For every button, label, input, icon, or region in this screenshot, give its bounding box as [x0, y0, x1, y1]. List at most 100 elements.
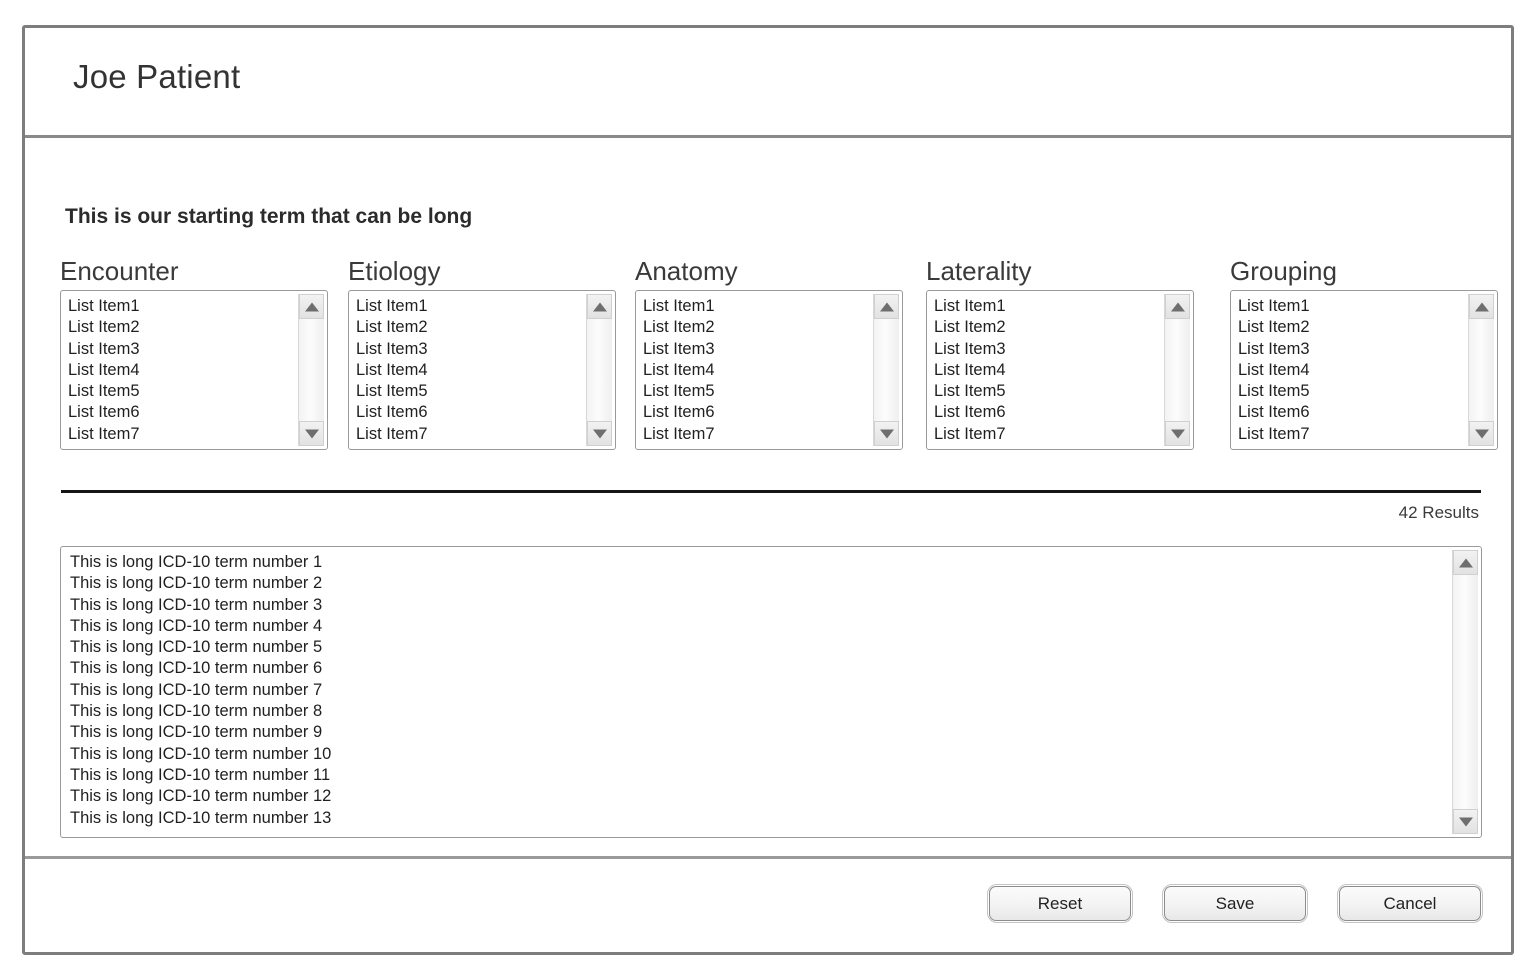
facet-label-grouping: Grouping [1230, 256, 1337, 286]
list-item[interactable]: List Item6 [934, 403, 1006, 422]
list-item[interactable]: List Item3 [68, 339, 140, 358]
footer-button-group: Reset Save Cancel [987, 884, 1483, 923]
results-scrollbar[interactable] [1452, 550, 1478, 834]
list-item[interactable]: List Item5 [934, 382, 1006, 401]
result-row[interactable]: This is long ICD-10 term number 13 [70, 808, 332, 827]
list-item[interactable]: List Item4 [1238, 360, 1310, 379]
list-item[interactable]: List Item3 [356, 339, 428, 358]
list-item[interactable]: List Item1 [934, 297, 1006, 315]
facet-scrollbar[interactable] [298, 294, 324, 446]
scroll-down-arrow-icon[interactable] [874, 421, 899, 446]
list-item[interactable]: List Item3 [643, 339, 715, 358]
scroll-down-arrow-icon[interactable] [1453, 809, 1478, 834]
list-item[interactable]: List Item1 [68, 297, 140, 315]
reset-button[interactable]: Reset [987, 884, 1133, 923]
list-item[interactable]: List Item3 [1238, 339, 1310, 358]
list-item[interactable]: List Item6 [643, 403, 715, 422]
result-row[interactable]: This is long ICD-10 term number 8 [70, 702, 323, 721]
list-item[interactable]: List Item4 [356, 360, 428, 379]
results-divider [61, 490, 1481, 493]
result-row[interactable]: This is long ICD-10 term number 4 [70, 616, 323, 635]
list-item[interactable]: List Item5 [356, 382, 428, 401]
scroll-up-arrow-icon[interactable] [1469, 294, 1494, 319]
result-row[interactable]: This is long ICD-10 term number 7 [70, 680, 323, 699]
list-item[interactable]: List Item2 [934, 318, 1006, 337]
facet-label-anatomy: Anatomy [635, 256, 738, 286]
list-item[interactable]: List Item4 [68, 360, 140, 379]
list-item[interactable]: List Item5 [643, 382, 715, 401]
list-item[interactable]: List Item6 [356, 403, 428, 422]
result-row[interactable]: This is long ICD-10 term number 2 [70, 574, 323, 593]
result-row[interactable]: This is long ICD-10 term number 6 [70, 659, 323, 678]
save-button[interactable]: Save [1162, 884, 1308, 923]
list-item[interactable]: List Item3 [934, 339, 1006, 358]
scroll-up-arrow-icon[interactable] [587, 294, 612, 319]
scroll-down-arrow-icon[interactable] [1165, 421, 1190, 446]
scroll-down-arrow-icon[interactable] [299, 421, 324, 446]
facet-scrollbar[interactable] [1164, 294, 1190, 446]
list-item[interactable]: List Item7 [356, 424, 428, 443]
list-item[interactable]: List Item2 [643, 318, 715, 337]
list-item[interactable]: List Item7 [934, 424, 1006, 443]
triangle-up-glyph [592, 302, 607, 311]
list-item[interactable]: List Item4 [934, 360, 1006, 379]
main-content: This is our starting term that can be lo… [25, 138, 1511, 952]
list-item[interactable]: List Item1 [643, 297, 715, 315]
scroll-up-arrow-icon[interactable] [299, 294, 324, 319]
triangle-up-glyph [1170, 302, 1185, 311]
list-item[interactable]: List Item7 [643, 424, 715, 443]
list-item[interactable]: List Item5 [68, 382, 140, 401]
result-row[interactable]: This is long ICD-10 term number 5 [70, 638, 323, 657]
list-item[interactable]: List Item2 [356, 318, 428, 337]
list-item[interactable]: List Item1 [1238, 297, 1310, 315]
result-row[interactable]: This is long ICD-10 term number 11 [70, 765, 331, 784]
list-item[interactable]: List Item6 [68, 403, 140, 422]
page-title: Joe Patient [73, 58, 241, 95]
wireframe-window: Joe Patient This is our starting term th… [22, 25, 1514, 955]
cancel-button[interactable]: Cancel [1337, 884, 1483, 923]
result-row[interactable]: This is long ICD-10 term number 10 [70, 744, 332, 763]
starting-term-heading: This is our starting term that can be lo… [65, 205, 473, 228]
list-item[interactable]: List Item7 [1238, 424, 1310, 443]
list-item[interactable]: List Item1 [356, 297, 428, 315]
results-listbox[interactable]: This is long ICD-10 term number 1 This is… [60, 546, 1482, 838]
triangle-up-glyph [879, 302, 894, 311]
scroll-down-arrow-icon[interactable] [587, 421, 612, 446]
scroll-up-arrow-icon[interactable] [1165, 294, 1190, 319]
scroll-up-arrow-icon[interactable] [1453, 550, 1478, 575]
list-item[interactable]: List Item4 [643, 360, 715, 379]
result-row[interactable]: This is long ICD-10 term number 12 [70, 787, 332, 806]
facet-scrollbar[interactable] [586, 294, 612, 446]
facet-scrollbar[interactable] [1468, 294, 1494, 446]
list-item[interactable]: List Item2 [1238, 318, 1310, 337]
list-item[interactable]: List Item7 [68, 424, 140, 443]
results-count-label: 42 Results [1398, 503, 1479, 522]
list-item[interactable]: List Item2 [68, 318, 140, 337]
result-row[interactable]: This is long ICD-10 term number 9 [70, 723, 323, 742]
result-row[interactable]: This is long ICD-10 term number 1 [70, 553, 323, 571]
result-row[interactable]: This is long ICD-10 term number 3 [70, 595, 323, 614]
window-titlebar: Joe Patient [25, 28, 1511, 138]
scroll-down-arrow-icon[interactable] [1469, 421, 1494, 446]
list-item[interactable]: List Item6 [1238, 403, 1310, 422]
results-list[interactable]: This is long ICD-10 term number 1 This is… [70, 552, 1445, 829]
list-item[interactable]: List Item5 [1238, 382, 1310, 401]
scroll-up-arrow-icon[interactable] [874, 294, 899, 319]
window-footer: Reset Save Cancel [25, 856, 1511, 952]
facet-scrollbar[interactable] [873, 294, 899, 446]
triangle-up-glyph [1458, 558, 1473, 567]
